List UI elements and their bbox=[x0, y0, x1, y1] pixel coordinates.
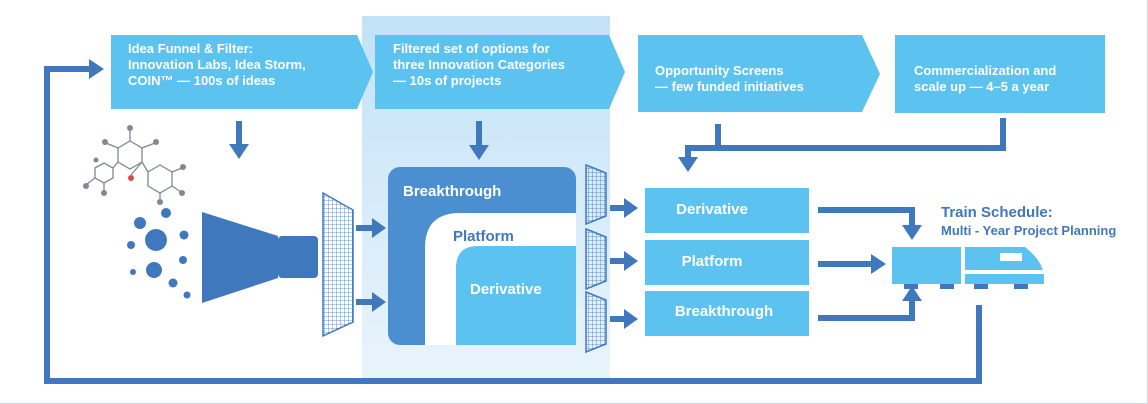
category-derivative-bg bbox=[456, 246, 576, 345]
category-derivative-label: Derivative bbox=[470, 281, 542, 298]
filter-grid-3 bbox=[585, 227, 607, 291]
molecule-atoms bbox=[83, 125, 186, 205]
stage-3-label: Opportunity Screens — few funded initiat… bbox=[655, 63, 804, 94]
train-icon bbox=[892, 247, 1044, 289]
feedback-loop-arrowhead bbox=[89, 59, 104, 79]
screened-box-derivative bbox=[645, 188, 809, 233]
commercial-to-screen-line bbox=[718, 118, 1006, 151]
down-arrow-1 bbox=[229, 121, 249, 159]
feedback-loop-line bbox=[44, 66, 982, 384]
filter-grid-2 bbox=[585, 163, 607, 226]
stage-1-label: Idea Funnel & Filter: Innovation Labs, I… bbox=[128, 41, 306, 88]
train-schedule-subtitle: Multi - Year Project Planning bbox=[941, 223, 1117, 238]
arrow-into-categories-upper bbox=[356, 218, 386, 238]
screened-box-platform bbox=[645, 240, 809, 285]
train-schedule-title: Train Schedule: bbox=[941, 204, 1053, 221]
stage-box-4 bbox=[895, 35, 1105, 113]
stage-chevron-1 bbox=[111, 35, 373, 109]
stage-4-label: Commercialization and scale up — 4–5 a y… bbox=[914, 63, 1057, 94]
stage-2-label: Filtered set of options for three Innova… bbox=[393, 41, 565, 88]
arrow-to-derivative-box bbox=[610, 198, 638, 218]
stage-chevron-3 bbox=[638, 35, 880, 112]
down-arrow-2 bbox=[469, 121, 489, 160]
arrow-into-categories-lower bbox=[356, 292, 386, 312]
filter-grid-1 bbox=[322, 191, 354, 338]
platform-to-train-arrow bbox=[818, 254, 886, 274]
screened-box-platform-label: Platform bbox=[681, 253, 743, 270]
screened-box-breakthrough-label: Breakthrough bbox=[674, 303, 774, 320]
category-breakthrough-label: Breakthrough bbox=[403, 183, 502, 200]
molecule-red-atom bbox=[128, 175, 134, 181]
screened-box-breakthrough bbox=[645, 291, 809, 336]
filter-grid-4 bbox=[585, 290, 607, 354]
arrow-to-platform-box bbox=[610, 251, 638, 271]
funnel-icon bbox=[202, 212, 318, 303]
molecule-icon bbox=[86, 130, 183, 200]
idea-bubbles bbox=[127, 208, 191, 299]
arrow-to-breakthrough-box bbox=[610, 309, 638, 329]
breakthrough-to-train-arrow bbox=[818, 286, 922, 321]
screened-box-derivative-label: Derivative bbox=[676, 201, 748, 218]
derivative-to-train-arrow bbox=[818, 207, 922, 240]
category-platform-label: Platform bbox=[453, 228, 514, 245]
stage-chevron-2 bbox=[375, 35, 625, 109]
screen-to-derivative-arrow bbox=[678, 124, 721, 172]
